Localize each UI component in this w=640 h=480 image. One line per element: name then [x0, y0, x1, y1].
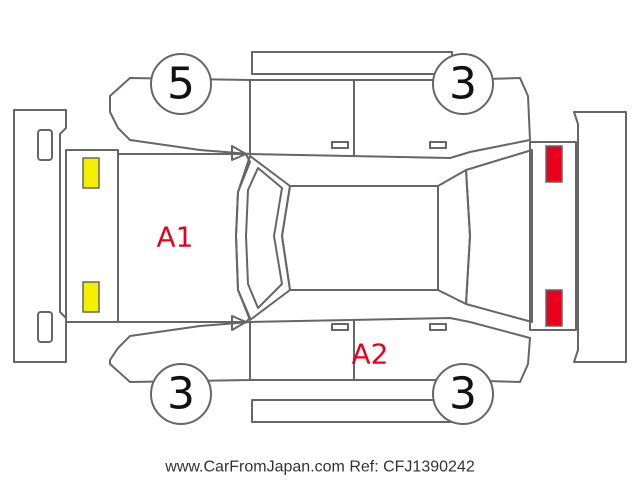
tire-rear-right-circle [432, 363, 494, 425]
tire-front-left-circle [150, 53, 212, 115]
car-outline [13, 51, 627, 423]
rear-deck [465, 149, 533, 323]
damage-code-right-side: A2 [352, 338, 389, 371]
right-front-door-handle [331, 323, 349, 331]
front-bumper-slot-bottom [37, 311, 53, 343]
left-roof-rail [251, 51, 453, 75]
tire-rear-right-grade: 3 [449, 369, 477, 420]
tire-front-right: 3 [432, 53, 494, 115]
left-mirror [231, 145, 247, 161]
right-roof-rail [251, 399, 453, 423]
tire-rear-left-circle [150, 363, 212, 425]
tire-front-right-circle [432, 53, 494, 115]
windshield-inner [245, 167, 283, 309]
tire-front-left-grade: 5 [167, 59, 195, 110]
tire-front-left: 5 [150, 53, 212, 115]
tire-front-right-grade: 3 [449, 59, 477, 110]
rear-lamp-marker-top [545, 145, 563, 183]
front-bumper-slot-top [37, 129, 53, 161]
left-front-door-handle [331, 141, 349, 149]
front-bumper [13, 109, 67, 363]
tire-rear-left-grade: 3 [167, 369, 195, 420]
tire-rear-right: 3 [432, 363, 494, 425]
right-rear-door-handle [429, 323, 447, 331]
rear-lamp-bar [529, 141, 577, 331]
damage-code-hood: A1 [157, 221, 194, 254]
rear-window [437, 169, 471, 305]
right-mirror [231, 315, 247, 331]
tire-rear-left: 3 [150, 363, 212, 425]
roof-panel [281, 185, 439, 291]
right-side-doors [249, 317, 531, 383]
front-lamp-marker-top [82, 157, 100, 189]
front-lamp-marker-bottom [82, 281, 100, 313]
rear-bumper [573, 111, 627, 363]
left-rear-door-handle [429, 141, 447, 149]
footer-reference: www.CarFromJapan.com Ref: CFJ1390242 [164, 459, 475, 476]
rear-lamp-marker-bottom [545, 289, 563, 327]
